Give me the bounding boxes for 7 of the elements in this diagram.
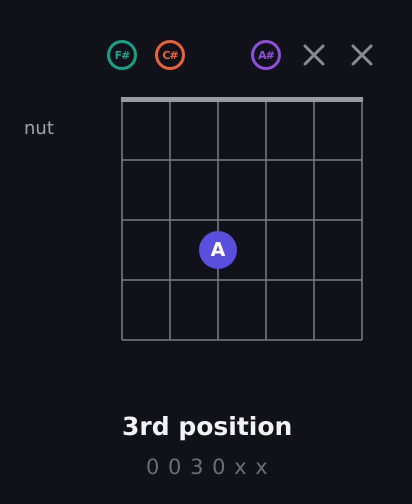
heading: 3rd position bbox=[122, 413, 292, 440]
open-string-marker: C# bbox=[155, 40, 185, 70]
finger-dot: A bbox=[199, 231, 237, 269]
open-string-marker: A# bbox=[251, 40, 281, 70]
open-string-marker: F# bbox=[107, 40, 137, 70]
nut-label: nut bbox=[24, 119, 54, 139]
fingering-text: 0 0 3 0 x x bbox=[146, 456, 269, 480]
